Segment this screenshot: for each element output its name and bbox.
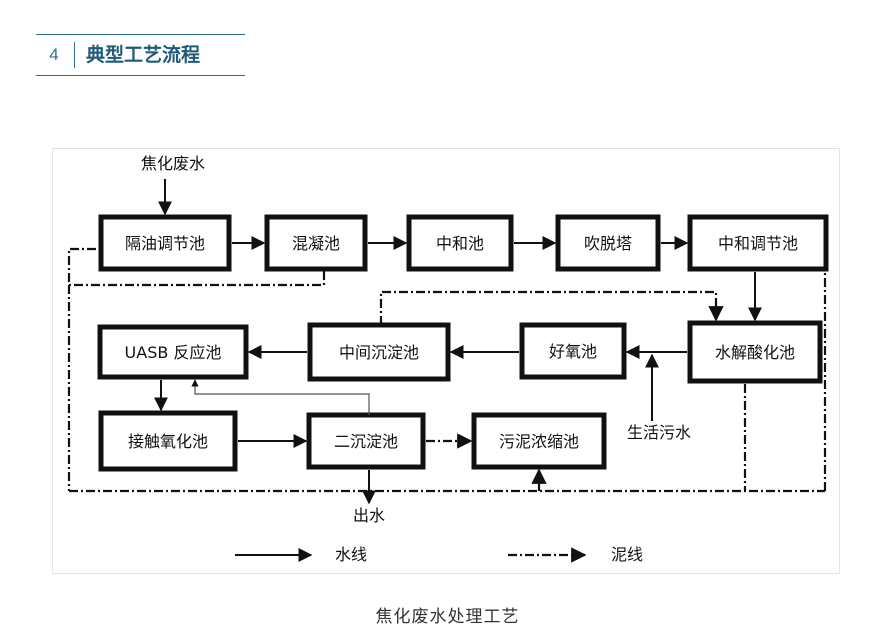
zhongjian-box: [307, 322, 451, 382]
legend-sludge-label: 泥线: [611, 545, 643, 564]
heading-top-rule: [36, 34, 245, 35]
zhonghe-label: 中和池: [436, 234, 484, 253]
haoyang-box: [519, 322, 627, 380]
geyou-label: 隔油调节池: [125, 234, 205, 253]
shuijie-box: [687, 320, 823, 384]
shuijie-label: 水解酸化池: [715, 343, 795, 362]
domestic-label: 生活污水: [627, 423, 691, 442]
uasb-box: [97, 324, 249, 380]
process-flow-diagram: 焦化废水 隔油调节池 混凝池 中和池 吹脱塔 中和调节池 水解酸化池 好氧池 中…: [52, 148, 840, 574]
haoyang-label: 好氧池: [549, 342, 597, 361]
heading-bottom-rule: [36, 75, 245, 76]
wuni-box: [471, 412, 607, 470]
heading-divider: [74, 42, 75, 68]
zhongjian-label: 中间沉淀池: [339, 343, 419, 362]
jiechu-box: [98, 410, 238, 472]
hunning-box: [264, 214, 368, 272]
section-title: 典型工艺流程: [86, 44, 201, 66]
figure-caption: 焦化废水处理工艺: [375, 607, 520, 627]
erchen-label: 二沉淀池: [334, 432, 398, 451]
section-number: 4: [49, 45, 59, 64]
outlet-label: 出水: [353, 506, 385, 525]
uasb-label: UASB 反应池: [125, 343, 222, 362]
jiechu-label: 接触氧化池: [128, 432, 208, 451]
geyou-box: [98, 214, 232, 272]
hunning-label: 混凝池: [292, 234, 340, 253]
wuni-label: 污泥浓缩池: [499, 432, 579, 451]
section-heading: 4 典型工艺流程: [36, 34, 246, 76]
sludge-top-return: [379, 290, 724, 325]
zhonghe-tiaojie-label: 中和调节池: [718, 234, 798, 253]
legend-water-label: 水线: [335, 545, 367, 564]
zhonghe-box: [406, 214, 514, 272]
zhonghe-tiaojie-box: [687, 214, 829, 272]
chuituo-box: [555, 214, 661, 272]
recycle-erchen-uasb: [191, 379, 370, 415]
chuituo-label: 吹脱塔: [584, 234, 632, 253]
input-label: 焦化废水: [141, 154, 205, 173]
erchen-box: [306, 412, 426, 470]
